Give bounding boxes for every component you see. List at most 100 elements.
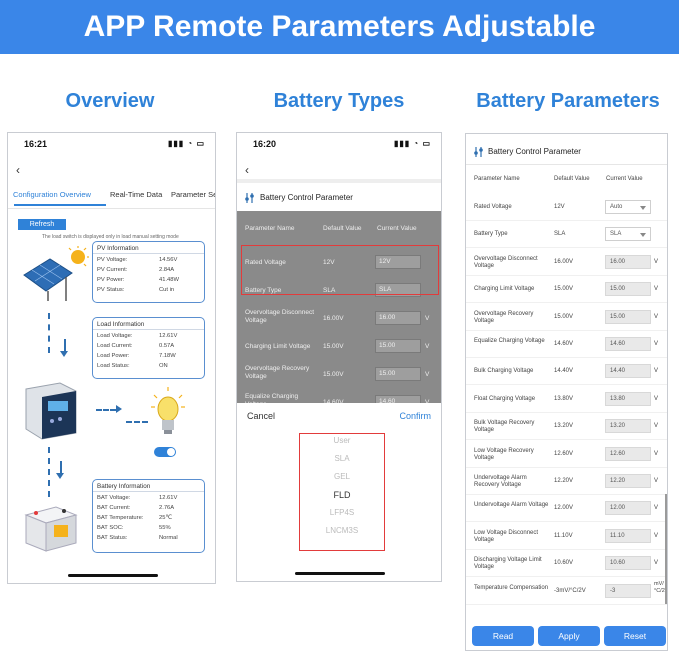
column-header: Parameter Name — [474, 176, 520, 182]
current-value-input[interactable]: 11.10 — [605, 528, 651, 543]
unit-label: V — [654, 395, 659, 402]
default-value: 16.00V — [554, 258, 574, 265]
unit-label: V — [654, 532, 659, 539]
current-value-input[interactable]: 12.00 — [605, 501, 651, 516]
current-value-input[interactable]: 13.20 — [605, 419, 651, 434]
tab-bar: Configuration Overview Real-Time Data Pa… — [8, 190, 215, 206]
sliders-icon — [245, 193, 254, 203]
current-value-input[interactable]: 15.00 — [605, 282, 651, 297]
picker-option-selected[interactable]: FLD — [333, 490, 351, 500]
parameter-name: Battery Type — [474, 231, 508, 238]
parameter-name: Charging Limit Voltage — [474, 286, 535, 293]
current-value-input[interactable]: 10.60 — [605, 556, 651, 571]
column-header: Default Value — [323, 225, 362, 232]
tab-real-time-data[interactable]: Real-Time Data — [110, 190, 163, 199]
pv-row: PV Status:Cut in — [97, 287, 175, 293]
phone-battery-parameters: Battery Control Parameter Parameter Name… — [465, 133, 668, 651]
parameter-name: Low Voltage Recovery Voltage — [474, 447, 534, 461]
home-indicator — [295, 572, 385, 575]
current-value-input[interactable]: 12.20 — [605, 474, 651, 488]
light-bulb-icon — [151, 387, 185, 434]
current-value-input[interactable]: 14.40 — [605, 364, 651, 379]
unit-label: V — [654, 368, 659, 375]
default-value: 13.80V — [554, 395, 574, 402]
parameter-name: Rated Voltage — [474, 204, 512, 210]
flow-line — [126, 421, 148, 423]
current-value-input[interactable]: 16.00 — [375, 311, 421, 325]
reset-button[interactable]: Reset — [604, 626, 666, 646]
back-arrow-icon[interactable]: ‹ — [16, 163, 20, 177]
picker-option[interactable]: LFP4S — [329, 508, 355, 517]
picker-option[interactable]: LNCM3S — [325, 526, 359, 535]
default-value: 12V — [554, 204, 565, 210]
tab-configuration-overview[interactable]: Configuration Overview — [13, 190, 91, 199]
load-switch-toggle[interactable] — [154, 447, 176, 457]
default-value: 14.40V — [554, 368, 574, 375]
phone-overview: 16:21 ▮▮▮ ◔ ▭ ‹ Configuration Overview R… — [7, 132, 216, 584]
picker-option[interactable]: User — [333, 436, 351, 445]
apply-button[interactable]: Apply — [538, 626, 600, 646]
parameter-name: Temperature Compensation — [474, 584, 549, 591]
back-arrow-icon[interactable]: ‹ — [245, 163, 249, 177]
parameter-name: Undervoltage Alarm Voltage — [474, 502, 549, 509]
flow-line — [48, 447, 50, 497]
table-row: Rated Voltage 12V Auto — [466, 194, 667, 221]
cancel-button[interactable]: Cancel — [247, 411, 276, 421]
tab-parameter-settings[interactable]: Parameter Se — [171, 190, 216, 199]
read-button[interactable]: Read — [472, 626, 534, 646]
scrollbar[interactable] — [665, 494, 667, 604]
parameter-name: Float Charging Voltage — [474, 395, 536, 402]
home-indicator — [68, 574, 158, 577]
picker-option[interactable]: GEL — [333, 472, 350, 481]
column-header: Default Value — [554, 176, 590, 182]
current-value-select[interactable]: 12V — [375, 255, 421, 269]
current-value-input[interactable]: 12.60 — [605, 446, 651, 461]
arrow-down-icon — [56, 473, 64, 479]
chevron-down-icon — [640, 233, 646, 238]
current-value-input[interactable]: 16.00 — [605, 254, 651, 269]
load-row: Load Power:7.18W — [97, 353, 176, 359]
current-value-input[interactable]: -3 — [605, 583, 651, 598]
flow-line — [96, 409, 116, 411]
picker-option[interactable]: SLA — [334, 454, 350, 463]
tab-divider — [8, 208, 215, 209]
default-value: 12.00V — [554, 505, 574, 512]
current-value-input[interactable]: 15.00 — [605, 309, 651, 324]
arrow-right-icon — [116, 405, 122, 413]
battery-information-title: Battery Information — [97, 483, 151, 490]
confirm-button[interactable]: Confirm — [399, 411, 431, 421]
battery-icon — [24, 506, 78, 552]
status-time: 16:21 — [24, 139, 48, 149]
current-value-select[interactable]: Auto — [605, 200, 651, 214]
battery-information-card: Battery Information BAT Voltage:12.61V B… — [92, 479, 205, 553]
screen-title: Battery Control Parameter — [488, 147, 581, 156]
current-value-select[interactable]: SLA — [375, 283, 421, 297]
section-title-battery-types: Battery Types — [273, 90, 405, 112]
battery-type-picker[interactable]: User SLA GEL FLD LFP4S LNCM3S — [299, 433, 385, 551]
refresh-button[interactable]: Refresh — [18, 219, 66, 230]
current-value-input[interactable]: 14.60 — [605, 337, 651, 351]
current-value-input[interactable]: 15.00 — [375, 339, 421, 353]
current-value-input[interactable]: 15.00 — [375, 367, 421, 381]
parameter-name: Discharging Voltage Limit Voltage — [474, 557, 542, 571]
default-value: 11.10V — [554, 532, 573, 539]
current-value-select[interactable]: SLA — [605, 227, 651, 242]
load-row: Load Current:0.57A — [97, 343, 175, 349]
screen-title: Battery Control Parameter — [260, 193, 353, 202]
battery-row: BAT Status:Normal — [97, 535, 178, 541]
chevron-down-icon — [640, 206, 646, 210]
unit-label: V — [654, 341, 659, 347]
current-value-input[interactable]: 13.80 — [605, 391, 651, 406]
unit-label: V — [654, 286, 659, 293]
battery-row: BAT SOC:55% — [97, 525, 171, 531]
default-value: 12.60V — [554, 450, 574, 457]
unit-label: V — [654, 505, 659, 512]
